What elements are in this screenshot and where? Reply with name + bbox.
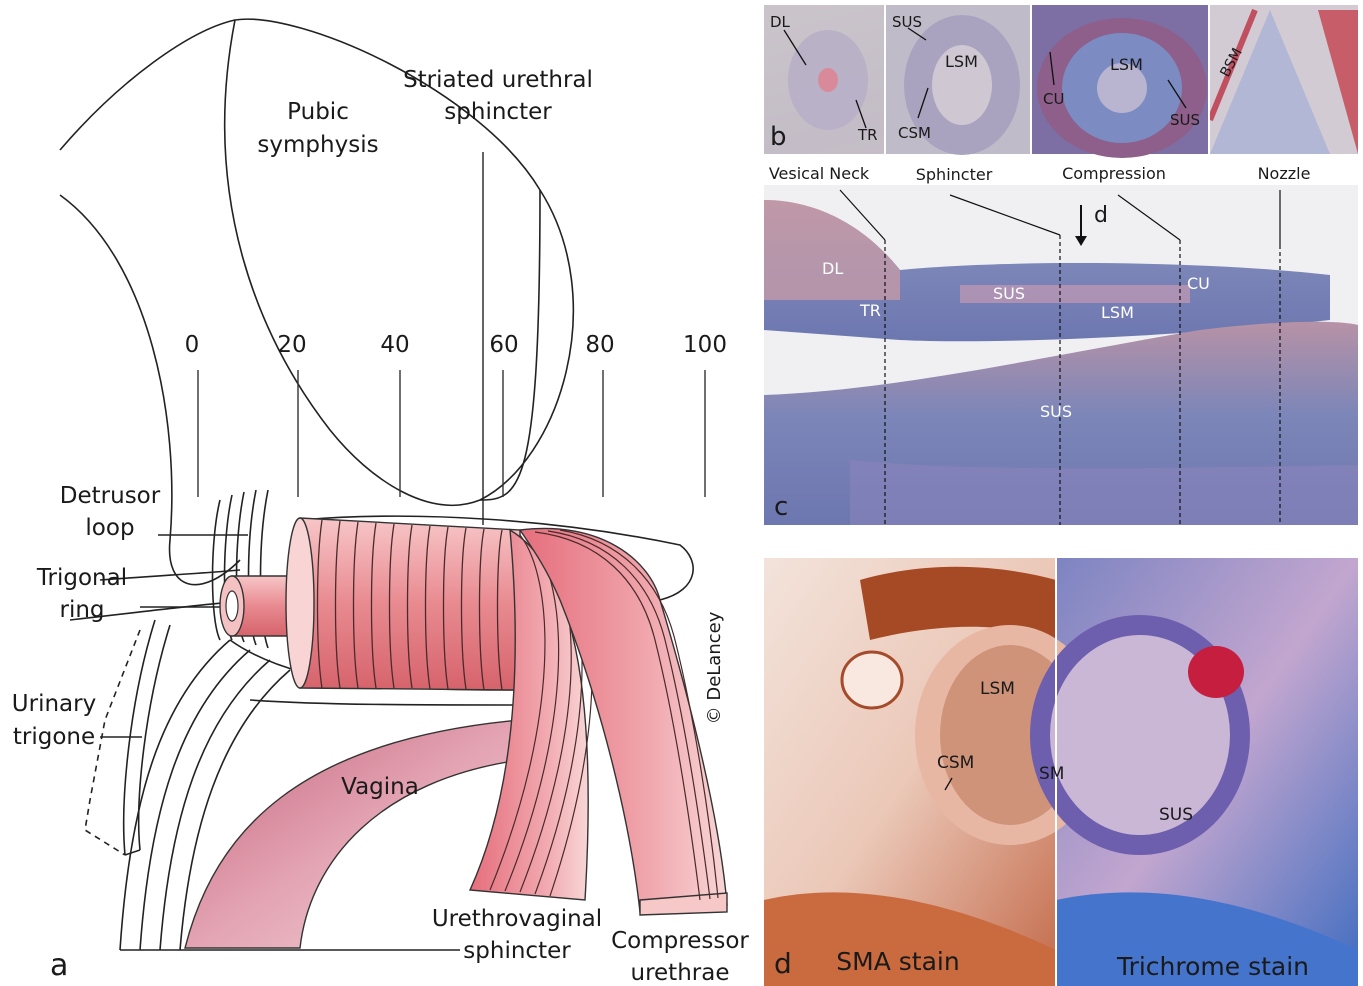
panel-c-label-sus-2: SUS [1040, 402, 1072, 421]
urinary-trigone-label-1: Urinary [12, 691, 96, 717]
panel-c-label-cu: CU [1187, 274, 1210, 293]
urinary-trigone-label-2: trigone [13, 724, 95, 750]
detrusor-loop-label-2: loop [85, 515, 134, 541]
pubic-bone-outline [60, 20, 235, 150]
striated-sphincter-label-2: sphincter [444, 99, 552, 125]
urethrovaginal-label-2: sphincter [463, 938, 571, 964]
trichrome-stain-label: Trichrome stain [1116, 952, 1309, 981]
region-sphincter: Sphincter [916, 165, 993, 184]
scale-tick-80: 80 [585, 332, 614, 358]
panel-d-label-sus: SUS [1159, 805, 1193, 825]
striated-sphincter-bands [286, 518, 520, 690]
scale-tick-0: 0 [185, 332, 200, 358]
panel-c-label-dl: DL [822, 259, 843, 278]
panel-c-label-lsm: LSM [1101, 303, 1134, 322]
region-nozzle: Nozzle [1258, 164, 1311, 183]
panel-b-label-lsm-2: LSM [1110, 55, 1143, 74]
striated-sphincter-label-1: Striated urethral [403, 67, 593, 93]
copyright-label: © DeLancey [704, 611, 725, 724]
region-vesical-neck: Vesical Neck [769, 164, 870, 183]
panel-b-histology [764, 5, 1358, 158]
panel-b-label-lsm-1: LSM [945, 52, 978, 71]
sma-stain-label: SMA stain [836, 947, 959, 976]
panel-d-label-lsm: LSM [980, 679, 1015, 699]
panel-b-label-cu: CU [1043, 90, 1064, 108]
region-compression: Compression [1062, 164, 1166, 183]
pubic-symphysis-label-2: symphysis [257, 132, 378, 158]
panel-b-letter: b [770, 122, 787, 152]
panel-b-label-tr: TR [857, 126, 878, 144]
scale-tick-20: 20 [277, 332, 306, 358]
panel-a-letter: a [50, 948, 68, 983]
panel-c-arrow-label: d [1094, 203, 1108, 228]
panel-c-label-sus-1: SUS [993, 284, 1025, 303]
scale-tick-60: 60 [489, 332, 518, 358]
panel-d-label-sm: SM [1039, 764, 1064, 784]
panel-c-letter: c [774, 492, 788, 522]
panel-d-label-csm: CSM [937, 753, 974, 773]
compressor-urethrae-label-2: urethrae [631, 960, 730, 986]
scale-tick-lines [198, 370, 705, 497]
panel-b-label-sus-2: SUS [1170, 111, 1200, 129]
trigonal-ring-label-2: ring [59, 597, 104, 623]
panel-b-label-dl: DL [770, 13, 791, 31]
vagina-label: Vagina [341, 774, 419, 800]
compressor-urethrae-label-1: Compressor [611, 928, 749, 954]
panel-c-label-tr: TR [859, 301, 881, 320]
panel-c-histology [764, 185, 1358, 525]
panel-d-letter: d [774, 947, 792, 980]
urethrovaginal-label-1: Urethrovaginal [432, 906, 602, 932]
panel-b-label-csm: CSM [898, 124, 931, 142]
scale-tick-100: 100 [683, 332, 727, 358]
detrusor-loop-label-1: Detrusor [60, 483, 161, 509]
trigonal-ring-label-1: Trigonal [36, 565, 127, 591]
scale-tick-40: 40 [380, 332, 409, 358]
pubic-symphysis-label-1: Pubic [287, 99, 349, 125]
panel-b-label-sus-1: SUS [892, 13, 922, 31]
